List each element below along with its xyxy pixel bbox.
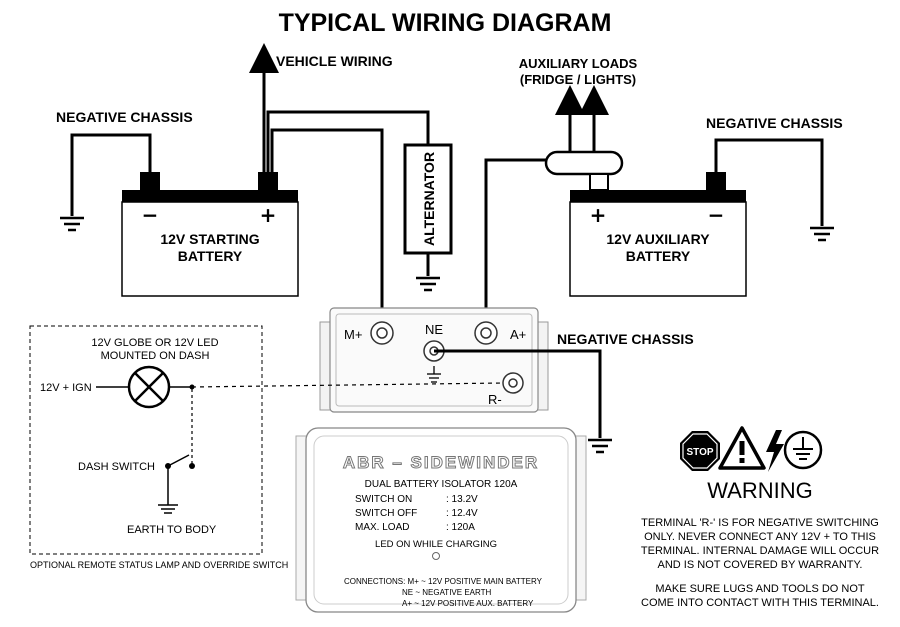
spec-max-load-value: : 120A: [446, 522, 475, 533]
starting-battery-neg-sign: −: [142, 203, 159, 227]
stop-sign-icon: STOP: [680, 431, 720, 471]
negative-chassis-left-wire: [70, 133, 152, 216]
r-minus-label: R-: [488, 392, 502, 407]
aux-battery-pos-sign: +: [590, 203, 607, 227]
warning-line-2: ONLY. NEVER CONNECT ANY 12V + TO THIS: [644, 531, 876, 543]
starting-battery-negative-post: [140, 172, 160, 190]
stop-sign-text: STOP: [686, 447, 713, 458]
exclamation-triangle-icon: [718, 426, 766, 470]
aux-battery-label-line2: BATTERY: [626, 248, 691, 264]
earth-ground-icon: [783, 430, 823, 470]
negative-chassis-left-label: NEGATIVE CHASSIS: [56, 109, 193, 125]
spec-switch-on-label: SWITCH ON: [355, 494, 412, 505]
isolator-device: ABR – SIDEWINDER DUAL BATTERY ISOLATOR 1…: [295, 427, 587, 613]
negative-chassis-right-wire: [714, 138, 824, 226]
a-plus-label: A+: [510, 327, 526, 342]
remote-panel-border: [29, 325, 263, 555]
ne-ground-icon: [427, 366, 441, 383]
spec-switch-off-label: SWITCH OFF: [355, 508, 417, 519]
starting-battery-label-line2: BATTERY: [178, 248, 243, 264]
globe-lamp-icon: [127, 365, 171, 409]
globe-label-line2: MOUNTED ON DASH: [101, 350, 210, 362]
alternator: ALTERNATOR: [403, 143, 453, 292]
aux-battery-positive-post: [589, 173, 609, 191]
device-model: DUAL BATTERY ISOLATOR 120A: [365, 479, 518, 490]
aux-battery-negative-post: [706, 172, 726, 190]
warning-line-4: AND IS NOT COVERED BY WARRANTY.: [658, 559, 863, 571]
ground-symbol-alternator: [416, 276, 440, 292]
vehicle-wiring-label: VEHICLE WIRING: [276, 53, 393, 69]
warning-line-6: COME INTO CONTACT WITH THIS TERMINAL.: [641, 597, 879, 609]
auxiliary-battery: + − 12V AUXILIARY BATTERY: [569, 172, 747, 297]
aux-loads-label-line2: (FRIDGE / LIGHTS): [520, 72, 636, 87]
ne-to-chassis-wire: [434, 349, 602, 438]
warning-heading: WARNING: [707, 478, 813, 503]
globe-label-line1: 12V GLOBE OR 12V LED: [91, 337, 218, 349]
r-minus-signal-wire: [191, 382, 504, 388]
connections-line3: A+ ~ 12V POSITIVE AUX. BATTERY: [402, 599, 534, 608]
dash-switch-icon: [165, 454, 195, 505]
starting-battery-positive-post: [258, 172, 278, 190]
ign-input-label: 12V + IGN: [40, 382, 92, 394]
dash-switch-label: DASH SWITCH: [78, 461, 155, 473]
aux-battery-label-line1: 12V AUXILIARY: [606, 231, 710, 247]
diagram-title: TYPICAL WIRING DIAGRAM: [279, 9, 612, 37]
led-charging-text: LED ON WHILE CHARGING: [375, 539, 497, 550]
negative-chassis-mid-label: NEGATIVE CHASSIS: [557, 331, 694, 347]
ground-symbol-right: [810, 226, 834, 242]
starting-battery-pos-sign: +: [260, 203, 277, 227]
aux-loads-label-line1: AUXILIARY LOADS: [519, 56, 638, 71]
device-brand: ABR – SIDEWINDER: [343, 453, 539, 472]
starting-to-alternator-wire: [266, 110, 430, 172]
ground-symbol-mid: [588, 438, 612, 454]
lightning-bolt-icon: [766, 430, 784, 472]
m-plus-label: M+: [344, 327, 362, 342]
earth-ground-symbol: [158, 504, 178, 514]
spec-switch-on-value: : 13.2V: [446, 494, 478, 505]
remote-panel-caption: OPTIONAL REMOTE STATUS LAMP AND OVERRIDE…: [30, 560, 288, 570]
starting-battery-label-line1: 12V STARTING: [160, 231, 259, 247]
charging-led-icon: [432, 552, 440, 560]
warning-line-5: MAKE SURE LUGS AND TOOLS DO NOT: [655, 583, 865, 595]
ground-symbol-left: [60, 216, 84, 232]
aux-junction-lug: [544, 150, 624, 176]
warning-line-1: TERMINAL 'R-' IS FOR NEGATIVE SWITCHING: [641, 517, 879, 529]
negative-chassis-right-label: NEGATIVE CHASSIS: [706, 115, 843, 131]
warning-line-3: TERMINAL. INTERNAL DAMAGE WILL OCCUR: [641, 545, 879, 557]
spec-max-load-label: MAX. LOAD: [355, 522, 409, 533]
aux-battery-neg-sign: −: [708, 203, 725, 227]
starting-battery: − + 12V STARTING BATTERY: [121, 172, 299, 297]
ne-label: NE: [425, 322, 443, 337]
spec-switch-off-value: : 12.4V: [446, 508, 478, 519]
isolator-terminal-block: M+ A+ NE R-: [319, 307, 549, 413]
connections-line2: NE ~ NEGATIVE EARTH: [402, 588, 492, 597]
starting-to-m-plus-wire: [270, 128, 384, 330]
alternator-label: ALTERNATOR: [421, 152, 437, 246]
a-plus-to-aux-wire: [484, 158, 546, 330]
connections-line1: CONNECTIONS: M+ ~ 12V POSITIVE MAIN BATT…: [344, 577, 543, 586]
earth-label: EARTH TO BODY: [127, 524, 217, 536]
